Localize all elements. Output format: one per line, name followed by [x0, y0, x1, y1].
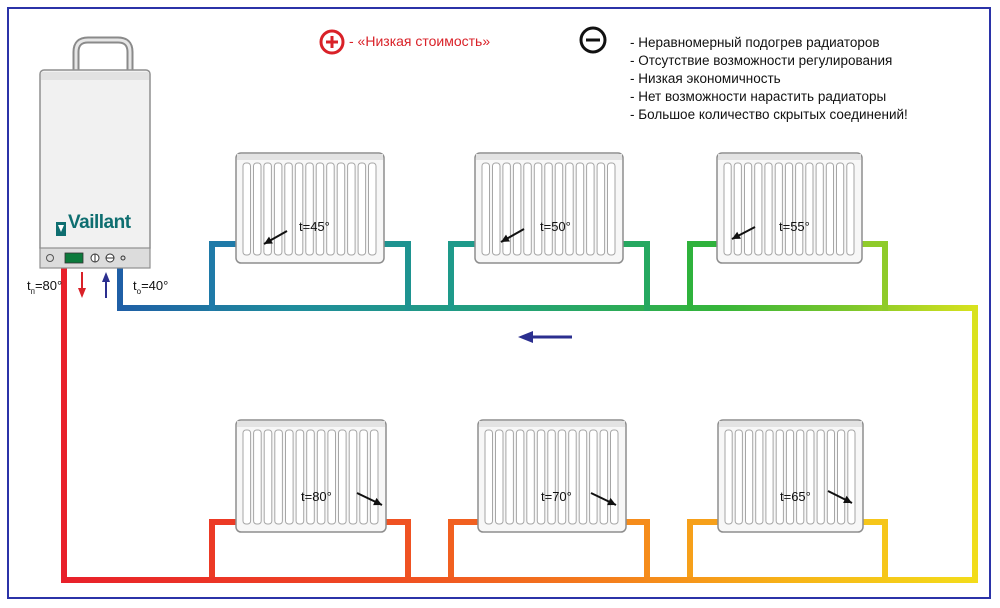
disadvantage-item: - Низкая экономичность	[630, 71, 781, 86]
radiator-temp-label: t=55°	[779, 219, 810, 234]
return-pipe	[117, 268, 978, 311]
radiator	[477, 419, 627, 533]
return-direction-arrow	[102, 272, 110, 298]
boiler-display	[64, 252, 84, 264]
radiator	[235, 152, 385, 264]
disadvantages-list: - Неравномерный подогрев радиаторов - От…	[630, 34, 908, 124]
radiator	[474, 152, 624, 264]
radiator-temp-label: t=70°	[541, 489, 572, 504]
advantage-label: - «Низкая стоимость»	[349, 33, 491, 49]
radiator	[235, 419, 387, 533]
supply-temp-label: tп=80°	[27, 278, 63, 296]
disadvantage-item: - Отсутствие возможности регулирования	[630, 53, 893, 68]
plus-icon	[319, 29, 345, 55]
radiators	[235, 152, 864, 533]
minus-icon	[579, 26, 607, 54]
top-radiator-connections	[209, 241, 888, 311]
radiator	[716, 152, 863, 264]
disadvantage-item: - Большое количество скрытых соединений!	[630, 107, 908, 122]
disadvantage-item: - Неравномерный подогрев радиаторов	[630, 35, 880, 50]
supply-pipe	[61, 268, 978, 583]
radiator	[717, 419, 864, 533]
flow-direction-arrow	[518, 331, 572, 343]
radiator-temp-label: t=65°	[780, 489, 811, 504]
radiator-temp-label: t=45°	[299, 219, 330, 234]
radiator-temp-label: t=50°	[540, 219, 571, 234]
supply-direction-arrow	[78, 272, 86, 298]
boiler-brand: Vaillant	[68, 212, 131, 233]
boiler	[39, 36, 151, 269]
return-temp-label: tо=40°	[133, 278, 169, 296]
disadvantage-item: - Нет возможности нарастить радиаторы	[630, 89, 887, 104]
bottom-radiator-connections	[209, 519, 888, 577]
radiator-temp-label: t=80°	[301, 489, 332, 504]
